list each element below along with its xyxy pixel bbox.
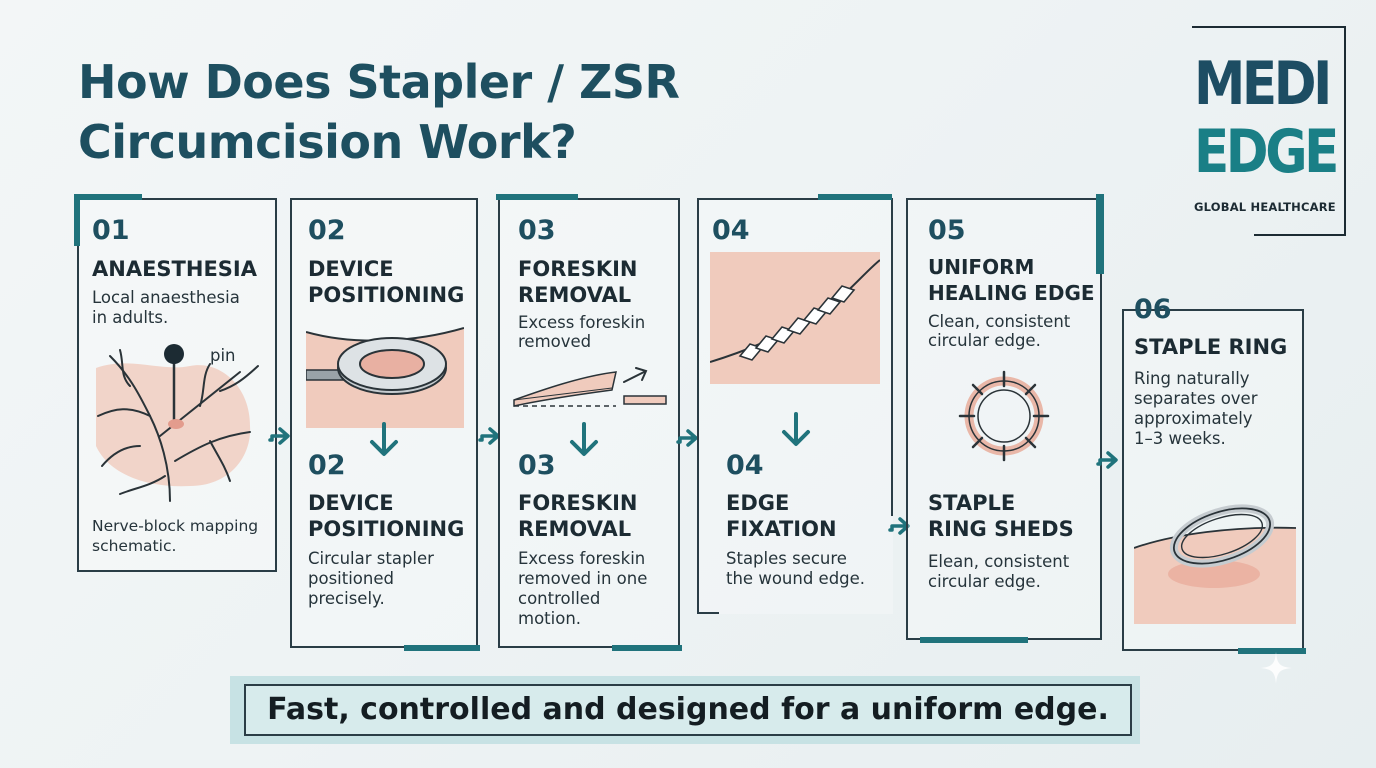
step-06-number: 06 xyxy=(1134,294,1172,325)
step-03-desc-2: removed in one xyxy=(518,569,648,588)
brand-logo: MEDI EDGE GLOBAL HEALTHCARE xyxy=(1192,26,1346,236)
step-06-accent-bottom xyxy=(1238,648,1306,654)
logo-tagline: GLOBAL HEALTHCARE xyxy=(1194,200,1336,214)
footer-banner: Fast, controlled and designed for a unif… xyxy=(244,684,1132,736)
step-02-number: 02 xyxy=(308,450,346,481)
step-04-title-1: EDGE xyxy=(726,491,790,515)
step-02-title-2: POSITIONING xyxy=(308,517,465,541)
step-05-title-1: UNIFORM xyxy=(928,255,1035,279)
staple-ring-illustration xyxy=(958,370,1050,462)
step-01-desc-2: in adults. xyxy=(92,308,169,327)
title-line-2: Circumcision Work? xyxy=(78,115,577,169)
pin-label: pin xyxy=(210,346,236,365)
logo-word-medi: MEDI xyxy=(1194,49,1332,119)
step-01-accent xyxy=(74,194,142,200)
step-02-title-top-2: POSITIONING xyxy=(308,283,465,307)
arrow-down-icon xyxy=(782,412,810,446)
arrow-down-icon xyxy=(570,422,598,456)
step-06-desc-4: 1–3 weeks. xyxy=(1134,429,1226,448)
step-05-title-b-1: STAPLE xyxy=(928,491,1016,515)
step-03-title-1: FORESKIN xyxy=(518,491,638,515)
step-05-accent-top xyxy=(1096,194,1104,274)
arrow-right-icon xyxy=(676,429,698,447)
step-02-title-top-1: DEVICE xyxy=(308,257,394,281)
step-06-desc-2: separates over xyxy=(1134,389,1258,408)
step-03-desc-3: controlled xyxy=(518,589,601,608)
step-05-desc-b-2: circular edge. xyxy=(928,572,1041,591)
step-03-desc-top-2: removed xyxy=(518,332,592,351)
step-03-title-top-2: REMOVAL xyxy=(518,283,632,307)
title-line-1: How Does Stapler / ZSR xyxy=(78,55,680,109)
arrow-right-icon xyxy=(1096,451,1118,469)
step-02-accent-bottom xyxy=(404,645,480,651)
step-04-title-2: FIXATION xyxy=(726,517,837,541)
arrow-right-icon xyxy=(888,517,910,535)
step-05-desc-2: circular edge. xyxy=(928,331,1041,350)
stapler-device-illustration xyxy=(306,327,464,428)
step-04-desc-1: Staples secure xyxy=(726,549,847,568)
step-04-panel-right xyxy=(891,198,893,516)
step-03-desc-1: Excess foreskin xyxy=(518,549,646,568)
arrow-down-icon xyxy=(370,422,398,456)
step-06-title: STAPLE RING xyxy=(1134,335,1288,359)
step-02-desc-1: Circular stapler xyxy=(308,549,434,568)
page-title: How Does Stapler / ZSR Circumcision Work… xyxy=(78,52,778,172)
step-02-desc-2: positioned xyxy=(308,569,394,588)
step-03-number-top: 03 xyxy=(518,215,556,246)
step-05-desc-b-1: Elean, consistent xyxy=(928,552,1070,571)
step-06-desc-3: approximately xyxy=(1134,409,1253,428)
logo-frame xyxy=(1192,26,1346,236)
step-03-panel xyxy=(498,198,680,648)
step-01-desc-1: Local anaesthesia xyxy=(92,288,240,307)
step-01-title: ANAESTHESIA xyxy=(92,257,257,281)
step-04-desc-2: the wound edge. xyxy=(726,569,866,588)
step-04-number-top: 04 xyxy=(712,215,750,246)
step-04-accent-top xyxy=(818,194,892,200)
step-03-title-top-1: FORESKIN xyxy=(518,257,638,281)
step-05-desc-1: Clean, consistent xyxy=(928,312,1071,331)
ring-detach-illustration xyxy=(1134,504,1296,624)
step-05-number: 05 xyxy=(928,215,966,246)
logo-frame-bottom xyxy=(1254,234,1346,236)
step-03-accent-bottom xyxy=(612,645,682,651)
step-04-number: 04 xyxy=(726,450,764,481)
arrow-right-icon xyxy=(268,427,290,445)
logo-word-edge: EDGE xyxy=(1194,117,1339,187)
step-03-number: 03 xyxy=(518,450,556,481)
nerve-map-illustration xyxy=(96,344,259,502)
step-01-caption-2: schematic. xyxy=(92,537,177,555)
step-02-desc-3: precisely. xyxy=(308,589,385,608)
step-01-accent-side xyxy=(74,194,80,246)
sparkle-icon xyxy=(1260,652,1292,684)
step-03-accent-top xyxy=(496,194,578,200)
step-05-title-b-2: RING SHEDS xyxy=(928,517,1074,541)
step-01-number: 01 xyxy=(92,215,130,246)
step-03-title-2: REMOVAL xyxy=(518,517,632,541)
step-02-title-1: DEVICE xyxy=(308,491,394,515)
step-02-number-top: 02 xyxy=(308,215,346,246)
step-03-desc-top-1: Excess foreskin xyxy=(518,313,646,332)
step-06-desc-1: Ring naturally xyxy=(1134,369,1250,388)
step-01-caption-1: Nerve-block mapping xyxy=(92,517,259,535)
staple-suture-illustration xyxy=(710,252,880,384)
step-05-accent-bottom xyxy=(920,637,1028,643)
step-03-desc-4: motion. xyxy=(518,609,582,628)
step-04-panel-bottom xyxy=(697,612,719,614)
step-05-title-2: HEALING EDGE xyxy=(928,281,1095,305)
foreskin-cut-illustration xyxy=(513,367,667,407)
